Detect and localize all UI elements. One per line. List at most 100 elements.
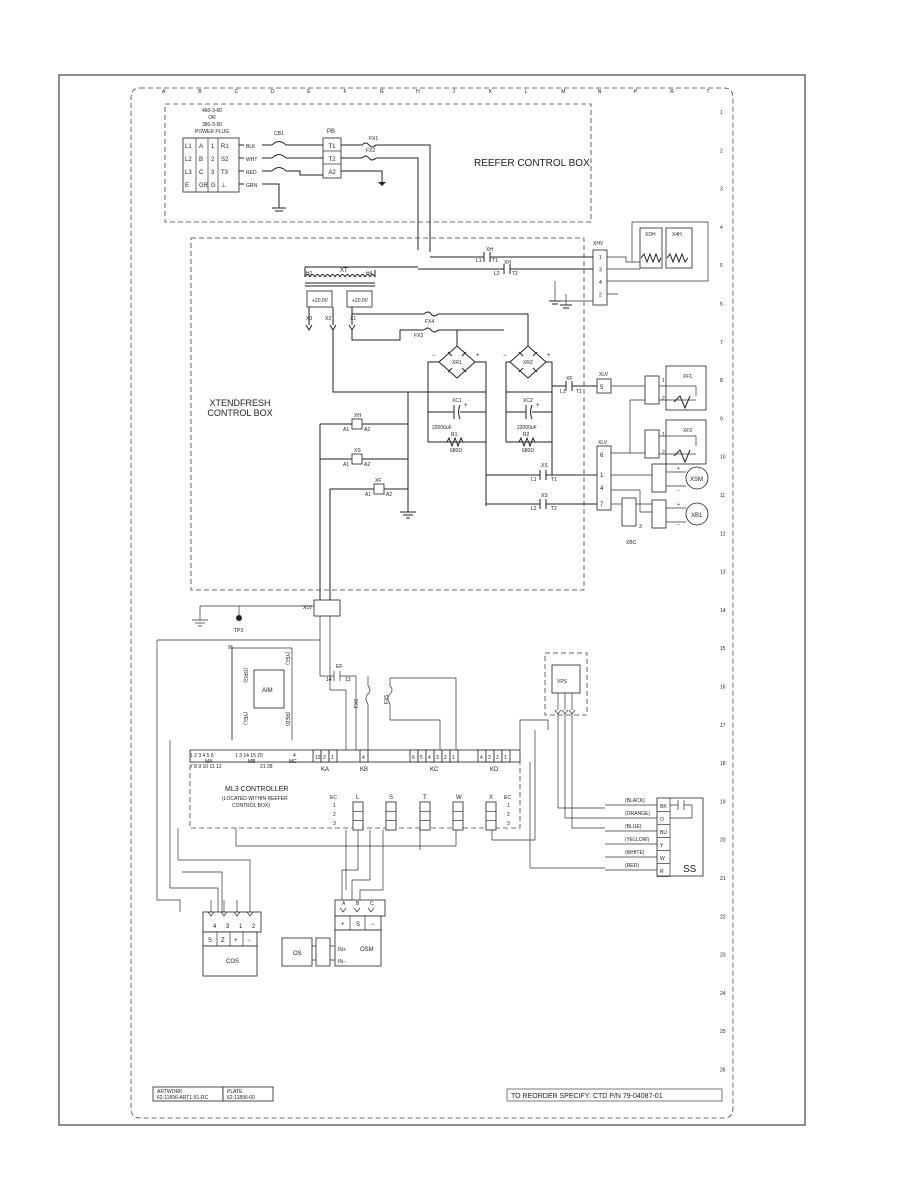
fx1-label: FX1 — [369, 136, 378, 142]
ec-row-right: 2 — [507, 812, 510, 818]
xf2-label: XF2 — [683, 428, 692, 434]
xhv-pin: 2 — [599, 293, 602, 299]
fan-xf2 — [665, 419, 707, 465]
xsm-label: XSM — [690, 477, 703, 483]
svg-text:+: + — [677, 466, 680, 472]
row-number: 20 — [720, 838, 726, 844]
plug-pin: GR — [199, 183, 209, 189]
column-letter: E — [307, 89, 311, 95]
ec-conn-label: T — [423, 795, 427, 801]
k-pin-cell — [328, 749, 338, 763]
row-number: 15 — [720, 646, 726, 652]
row-number: 24 — [720, 991, 726, 997]
cos-term: Z — [221, 938, 225, 944]
ec-conn-block — [485, 801, 497, 831]
controller-sub1: (LOCATED WITHIN REEFER — [222, 796, 288, 802]
column-letter: P — [634, 89, 638, 95]
vps-sensor — [544, 652, 588, 716]
osm-term: + — [341, 922, 345, 928]
ec-conn-label: S — [389, 795, 393, 801]
cos-pin: 1 — [239, 924, 243, 930]
plug-line: L3 — [185, 170, 192, 176]
ef-label: EF — [336, 664, 342, 670]
svg-text:−: − — [677, 488, 680, 494]
fx2-label: FX2 — [366, 148, 375, 154]
ss-wire-color: (BLUE) — [625, 824, 642, 830]
svg-text:+: + — [677, 502, 680, 508]
row-number: 17 — [720, 723, 726, 729]
xdh-label: XDH — [645, 232, 656, 238]
plate-box — [222, 1086, 274, 1102]
drawing-border — [130, 87, 734, 1119]
osm-module — [334, 929, 382, 967]
ss-wire-code: O — [660, 817, 664, 823]
plug-line: E — [185, 183, 189, 189]
xhv-connector — [592, 249, 608, 306]
aim-wire-red: (RED) — [284, 712, 290, 726]
cb1-label: CB1 — [274, 131, 284, 137]
osm-label: OSM — [360, 947, 374, 953]
xt-h4: H4 — [366, 271, 373, 277]
fan-xf1 — [665, 365, 707, 411]
osm-term: S — [356, 922, 360, 928]
coil-xs-label: XS — [354, 448, 361, 454]
plug-voltage-2: 380-3-50 — [202, 122, 222, 128]
ka-label: KA — [321, 767, 329, 773]
k-pin-cell — [359, 749, 369, 763]
coil-xh-a2: A2 — [364, 427, 370, 433]
xbc-label: XBC — [626, 540, 637, 546]
xc2-label: XC2 — [523, 398, 533, 404]
mb-label: MB — [248, 759, 256, 765]
cap1-label: 22000uF — [432, 425, 452, 431]
coil-xf-a2: A2 — [386, 492, 392, 498]
motor-xsm — [685, 466, 709, 490]
tp3-label: TP3 — [234, 628, 243, 634]
ss-sensor — [656, 797, 704, 877]
ec-row-left: 3 — [333, 821, 336, 827]
plug-wire-color: GRN — [246, 183, 258, 189]
column-letter: T — [707, 89, 710, 95]
row-number: 12 — [720, 531, 726, 537]
r1-ohm: 680Ω — [450, 448, 462, 454]
xs-l1: L1 — [531, 477, 537, 483]
mc-label: MC — [289, 759, 297, 765]
ec-conn-block — [452, 801, 464, 831]
plug-voltage-or: OR — [208, 115, 216, 121]
mb-pins2: 21 28 — [260, 764, 273, 770]
ss-wire-code: W — [660, 856, 665, 862]
ss-wire-code: Y — [660, 843, 664, 849]
xh2-label: XH — [504, 260, 511, 266]
page-frame — [58, 74, 806, 1126]
row-number: 4 — [720, 225, 723, 231]
coil-xf-a1: A1 — [365, 492, 371, 498]
xt-label: XT — [340, 268, 348, 274]
column-letter: L — [525, 89, 528, 95]
cos-pin: 3 — [226, 924, 230, 930]
ma-pins: 1 2 3 4 5 6 — [190, 753, 214, 759]
os-label: OS — [293, 951, 302, 957]
ec-conn-label: L — [356, 795, 360, 801]
motor-xb1 — [685, 502, 709, 526]
xt-v1: +20.0V — [312, 298, 329, 304]
svg-text:3: 3 — [639, 524, 642, 530]
ss-wire-code: BU — [660, 830, 667, 836]
column-letter: R — [670, 89, 674, 95]
row-number: 5 — [720, 263, 723, 269]
cos-label: COS — [226, 959, 239, 965]
k-pin: 1 — [452, 755, 455, 761]
ef-13: 13 — [345, 677, 351, 683]
xt-h1: H1 — [306, 271, 313, 277]
r1-label: R1 — [451, 432, 458, 438]
reefer-control-box — [164, 103, 592, 223]
ec-conn-block — [385, 801, 397, 831]
svg-text:−: − — [503, 353, 507, 359]
fx6-label: FX6 — [354, 699, 360, 708]
svg-text:+: + — [476, 353, 480, 359]
svg-text:6: 6 — [600, 453, 604, 459]
column-letter: K — [489, 89, 493, 95]
ef-14: 14 — [326, 677, 332, 683]
xc1-label: XC1 — [452, 398, 462, 404]
row-number: 14 — [720, 608, 726, 614]
ss-wire-color: (RED) — [625, 863, 639, 869]
